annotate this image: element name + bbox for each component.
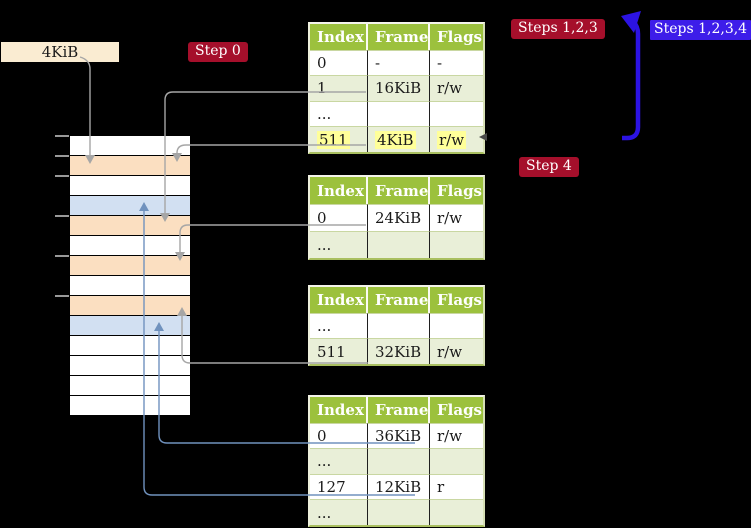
memory-row	[70, 196, 190, 216]
table-cell-highlighted: r/w	[430, 126, 483, 152]
table-cell	[368, 499, 430, 525]
table-cell: 32KiB	[368, 338, 430, 365]
table-cell: 0	[310, 204, 368, 231]
table-cell	[368, 448, 430, 474]
table-cell: 1	[310, 75, 368, 101]
column-header-index: Index	[310, 397, 368, 423]
table-cell	[430, 448, 483, 474]
column-header-frame: Frame	[368, 287, 430, 313]
table-cell: -	[430, 49, 483, 76]
table-cell: 0	[310, 49, 368, 76]
table-cell: ...	[310, 312, 368, 339]
page-table-level3: Index Frame Flags ... 511 32KiB r/w	[308, 285, 485, 367]
table-cell: ...	[310, 448, 368, 474]
memory-tick	[55, 255, 69, 257]
table-cell	[430, 499, 483, 525]
table-cell: r/w	[430, 204, 483, 231]
table-cell	[368, 312, 430, 339]
memory-row	[70, 376, 190, 396]
table-cell: r/w	[430, 422, 483, 449]
column-header-flags: Flags	[430, 287, 483, 313]
page-table-level4: Index Frame Flags 0 36KiB r/w ... 127 12…	[308, 395, 485, 527]
column-header-index: Index	[310, 287, 368, 313]
table-cell: 16KiB	[368, 75, 430, 101]
table-cell-highlighted: 511	[310, 126, 368, 152]
physical-memory-column	[70, 136, 190, 416]
memory-tick	[55, 135, 69, 137]
table-cell	[368, 100, 430, 127]
column-header-index: Index	[310, 177, 368, 204]
memory-row	[70, 396, 190, 416]
table-cell: ...	[310, 100, 368, 127]
page-table-level1: Index Frame Flags 0 - - 1 16KiB r/w ... …	[308, 22, 485, 154]
frame-size-label: 4KiB	[1, 42, 119, 62]
memory-tick	[55, 175, 69, 177]
table-cell: -	[368, 49, 430, 76]
table-cell: 511	[310, 338, 368, 365]
table-cell: r/w	[430, 75, 483, 101]
highlight: 511	[317, 130, 350, 149]
table-cell	[430, 231, 483, 258]
table-cell: r	[430, 473, 483, 500]
table-cell: 0	[310, 422, 368, 449]
steps1234-badge: Steps 1,2,3,4	[650, 20, 751, 40]
memory-row	[70, 216, 190, 236]
column-header-frame: Frame	[368, 24, 430, 50]
memory-row	[70, 356, 190, 376]
column-header-frame: Frame	[368, 397, 430, 423]
column-header-index: Index	[310, 24, 368, 50]
page-table-level2: Index Frame Flags 0 24KiB r/w ...	[308, 175, 485, 260]
loopback-arrow	[622, 19, 641, 141]
table-cell: 127	[310, 473, 368, 500]
memory-row	[70, 276, 190, 296]
table-cell: 12KiB	[368, 473, 430, 500]
column-header-flags: Flags	[430, 24, 483, 50]
highlight: 4KiB	[375, 130, 416, 149]
loopback-arrowhead	[621, 11, 641, 33]
memory-row	[70, 336, 190, 356]
step0-badge: Step 0	[188, 42, 248, 62]
table-cell: r/w	[430, 338, 483, 365]
table-cell	[430, 100, 483, 127]
column-header-flags: Flags	[430, 397, 483, 423]
memory-row	[70, 236, 190, 256]
memory-tick	[55, 155, 69, 157]
memory-tick	[55, 215, 69, 217]
table-cell-highlighted: 4KiB	[368, 126, 430, 152]
memory-row	[70, 176, 190, 196]
memory-row	[70, 136, 190, 156]
highlight: r/w	[437, 130, 467, 149]
memory-row	[70, 156, 190, 176]
column-header-flags: Flags	[430, 177, 483, 204]
table-cell: 24KiB	[368, 204, 430, 231]
table-cell: 36KiB	[368, 422, 430, 449]
table-cell	[368, 231, 430, 258]
steps123-badge: Steps 1,2,3	[511, 19, 605, 39]
memory-row	[70, 316, 190, 336]
memory-row	[70, 296, 190, 316]
step4-badge: Step 4	[519, 157, 579, 177]
memory-row	[70, 256, 190, 276]
column-header-frame: Frame	[368, 177, 430, 204]
table-cell	[430, 312, 483, 339]
table-cell: ...	[310, 499, 368, 525]
memory-tick	[55, 295, 69, 297]
table-cell: ...	[310, 231, 368, 258]
